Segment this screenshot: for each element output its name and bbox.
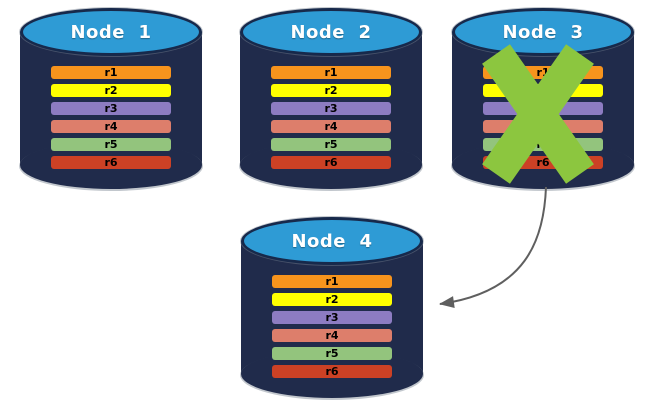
record-bar-r4: r4 (271, 120, 391, 133)
record-bar-r3: r3 (51, 102, 171, 115)
node-4-label: Node 4 (291, 230, 373, 252)
node-3: Node 3 r1 r2 r3 r4 r5 r6 (452, 8, 634, 189)
node-4: Node 4 r1 r2 r3 r4 r5 r6 (241, 217, 423, 398)
node-2: Node 2 r1 r2 r3 r4 r5 r6 (240, 8, 422, 189)
node-3-cylinder-top: Node 3 (452, 8, 634, 56)
failure-x-icon (482, 44, 594, 184)
record-bar-r2: r2 (271, 84, 391, 97)
node-4-cylinder-top: Node 4 (241, 217, 423, 265)
node-1: Node 1 r1 r2 r3 r4 r5 r6 (20, 8, 202, 189)
record-bar-r5: r5 (272, 347, 392, 360)
record-bar-r5: r5 (271, 138, 391, 151)
record-bar-r2: r2 (51, 84, 171, 97)
record-bar-r3: r3 (272, 311, 392, 324)
node-2-records: r1 r2 r3 r4 r5 r6 (271, 66, 391, 174)
record-bar-r1: r1 (51, 66, 171, 79)
node-3-label: Node 3 (502, 21, 584, 43)
node-2-label: Node 2 (290, 21, 372, 43)
record-bar-r6: r6 (51, 156, 171, 169)
record-bar-r4: r4 (272, 329, 392, 342)
record-bar-r2: r2 (272, 293, 392, 306)
record-bar-r5: r5 (51, 138, 171, 151)
node-2-cylinder-top: Node 2 (240, 8, 422, 56)
record-bar-r1: r1 (271, 66, 391, 79)
node-4-records: r1 r2 r3 r4 r5 r6 (272, 275, 392, 383)
record-bar-r1: r1 (272, 275, 392, 288)
record-bar-r6: r6 (271, 156, 391, 169)
record-bar-r3: r3 (271, 102, 391, 115)
record-bar-r4: r4 (51, 120, 171, 133)
node-1-cylinder-top: Node 1 (20, 8, 202, 56)
record-bar-r6: r6 (272, 365, 392, 378)
node-1-records: r1 r2 r3 r4 r5 r6 (51, 66, 171, 174)
node-1-label: Node 1 (70, 21, 152, 43)
